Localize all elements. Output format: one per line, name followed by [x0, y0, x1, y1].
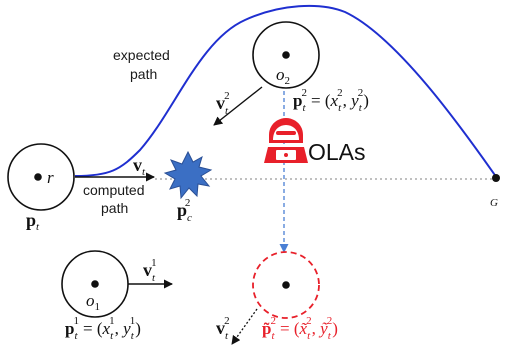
spoofed-velocity-arrow: [231, 308, 258, 345]
spoofed-position-label: p̃t2= (x̃t2, ỹt2): [262, 315, 338, 342]
obstacle-o2: o2: [252, 21, 320, 89]
spoofed-obstacle: [252, 251, 320, 319]
olas-label: OLAs: [308, 139, 366, 165]
goal-label: G: [490, 197, 498, 209]
svg-text:o2: o2: [276, 65, 290, 87]
expected-path-curve: [74, 4, 498, 179]
hacker-icon: [264, 118, 308, 163]
obstacle-o1-position-label: pt1= (xt1, yt1): [65, 315, 141, 342]
collision-point-label: pc2: [177, 197, 192, 224]
expected-path-label: expected path: [113, 47, 174, 82]
robot: r: [7, 143, 75, 211]
collision-burst-icon: [163, 150, 213, 200]
obstacle-o2-velocity-label: vt2: [216, 90, 230, 117]
svg-text:o1: o1: [86, 291, 100, 313]
goal-point: [492, 174, 500, 182]
computed-path-label: computed path: [83, 182, 148, 216]
obstacle-o1: o1: [61, 250, 129, 318]
robot-position-label: pt: [26, 210, 40, 233]
obstacle-o1-velocity-label: vt1: [143, 257, 157, 284]
spoofed-velocity-label: vt2: [216, 315, 230, 342]
robot-velocity-label: vt: [133, 155, 146, 178]
robot-symbol: r: [47, 168, 54, 187]
obstacle-o2-velocity-arrow: [213, 86, 263, 126]
obstacle-o2-position-label: pt2= (xt2, yt2): [293, 87, 369, 114]
